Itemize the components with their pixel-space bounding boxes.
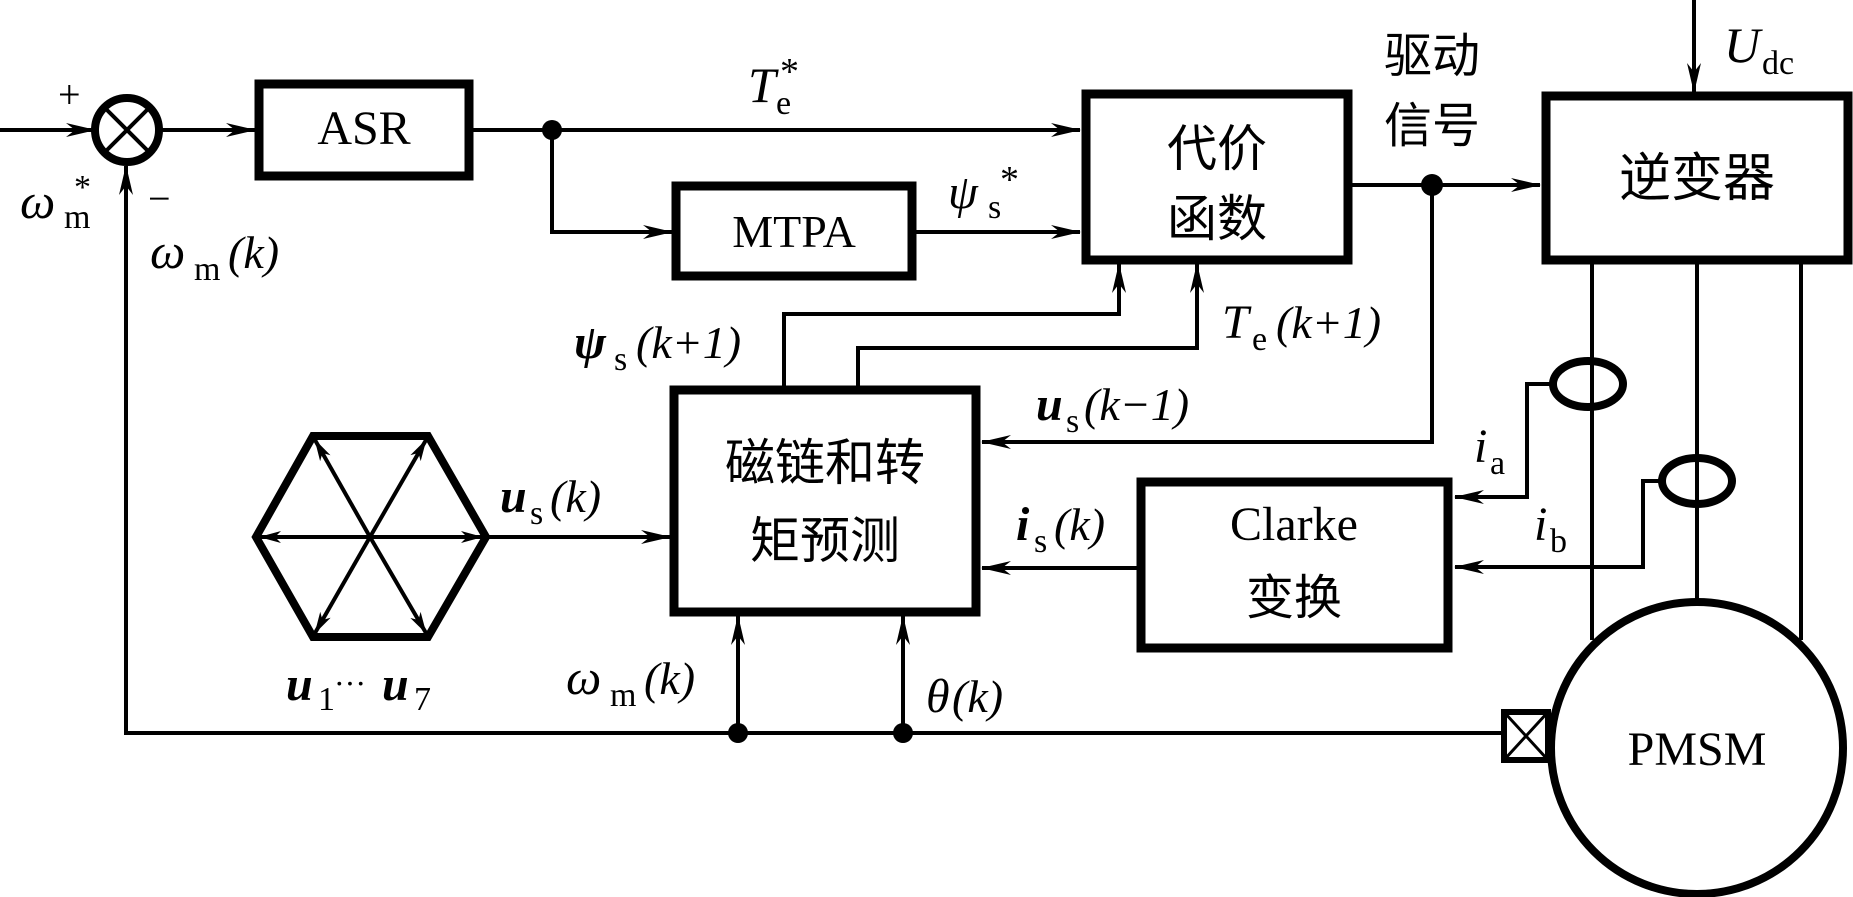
cost-function-label-line1: 代价 <box>1167 120 1267 178</box>
svg-text:7: 7 <box>414 681 431 718</box>
phase-a-current-label: i a <box>1474 420 1505 482</box>
svg-text:θ: θ <box>926 670 950 723</box>
speed-feedback-wire <box>119 165 1501 735</box>
svg-text:(k): (k) <box>550 471 601 522</box>
summing-cross-line <box>103 106 151 154</box>
stator-current-label: i s (k) <box>1016 498 1105 560</box>
flux-ref-label: ψ s * <box>948 159 1019 226</box>
svg-text:e: e <box>1252 321 1267 358</box>
asr-block <box>254 79 474 181</box>
svg-text:s: s <box>614 341 627 378</box>
flux-torque-predictor-block <box>669 385 981 617</box>
cost-function-label-line2: 函数 <box>1167 190 1267 248</box>
phase-b-current-wire <box>1454 479 1662 574</box>
torque-pred-wire <box>856 263 1204 386</box>
drive-signal-label-line1: 驱动 <box>1384 28 1480 84</box>
voltage-vectors-label: u 1 ··· u 7 <box>286 658 431 718</box>
svg-text:(k): (k) <box>1054 499 1105 550</box>
mtpa-input-wire <box>550 130 673 239</box>
svg-text:b: b <box>1550 523 1567 560</box>
svg-text:ω: ω <box>566 649 601 705</box>
voltage-prev-label: u s (k−1) <box>1036 378 1189 440</box>
svg-text:m: m <box>64 199 90 236</box>
speed-predictor-input-label: ω m (k) <box>566 649 695 714</box>
predictor-label-line1: 磁链和转 <box>725 434 925 492</box>
svg-text:ψ: ψ <box>574 316 607 369</box>
phase-b-current-label: i b <box>1534 498 1567 560</box>
speed-ref-label: ω m * <box>20 169 91 236</box>
svg-text:u: u <box>1036 378 1063 431</box>
svg-text:*: * <box>1000 159 1019 201</box>
svg-text:(k+1): (k+1) <box>1276 297 1381 348</box>
drive-signal-label-line2: 信号 <box>1384 98 1480 154</box>
svg-text:ψ: ψ <box>948 166 979 219</box>
svg-text:ω: ω <box>20 173 55 229</box>
svg-text:i: i <box>1016 498 1030 551</box>
svg-text:a: a <box>1490 445 1505 482</box>
svg-text:u: u <box>500 470 527 523</box>
svg-text:(k−1): (k−1) <box>1084 379 1189 430</box>
svg-text:T: T <box>1222 296 1252 349</box>
minus-sign: − <box>148 176 171 221</box>
clarke-label-line1: Clarke <box>1230 498 1358 551</box>
svg-text:s: s <box>530 495 543 532</box>
svg-text:s: s <box>988 189 1001 226</box>
svg-text:s: s <box>1066 403 1079 440</box>
svg-text:dc: dc <box>1762 45 1794 82</box>
svg-text:s: s <box>1034 523 1047 560</box>
svg-text:···: ··· <box>334 665 366 701</box>
torque-ref-label: T e * <box>748 51 799 122</box>
svg-text:i: i <box>1474 420 1487 473</box>
svg-text:U: U <box>1724 17 1763 73</box>
pmsm-label: PMSM <box>1628 723 1767 776</box>
svg-text:*: * <box>74 169 91 206</box>
svg-text:m: m <box>194 251 220 288</box>
inverter-label: 逆变器 <box>1619 149 1775 209</box>
svg-text:i: i <box>1534 498 1547 551</box>
svg-text:m: m <box>610 677 636 714</box>
current-sensor-a-icon <box>1549 357 1627 411</box>
svg-text:(k): (k) <box>952 671 1003 722</box>
torque-pred-label: T e (k+1) <box>1222 296 1381 358</box>
plus-sign: + <box>58 72 81 117</box>
svg-text:(k): (k) <box>644 653 695 704</box>
mtpa-label: MTPA <box>732 206 856 257</box>
voltage-now-label: u s (k) <box>500 470 601 532</box>
cost-function-block <box>1081 89 1353 265</box>
svg-text:u: u <box>286 658 313 711</box>
svg-text:e: e <box>776 85 791 122</box>
angle-label: θ (k) <box>926 670 1003 723</box>
phase-a-current-wire <box>1454 382 1553 504</box>
summing-junction <box>91 94 163 166</box>
svg-text:(k+1): (k+1) <box>636 317 741 368</box>
speed-feedback-label: ω m (k) <box>150 223 279 288</box>
svg-text:(k): (k) <box>228 227 279 278</box>
svg-text:1: 1 <box>318 681 335 718</box>
predictor-label-line2: 矩预测 <box>750 512 900 570</box>
voltage-prev-wire <box>981 185 1434 449</box>
voltage-vectors-hexagon-icon <box>251 432 491 641</box>
svg-text:u: u <box>382 658 409 711</box>
svg-text:*: * <box>780 51 799 93</box>
inverter-block <box>1541 91 1853 265</box>
flux-pred-label: ψ s (k+1) <box>574 316 741 378</box>
clarke-label-line2: 变换 <box>1246 570 1342 626</box>
asr-label: ASR <box>317 102 410 155</box>
encoder-icon <box>1501 709 1551 763</box>
flux-pred-wire <box>782 263 1126 386</box>
svg-text:T: T <box>748 57 779 113</box>
mtpa-block <box>671 181 917 281</box>
svg-text:ω: ω <box>150 223 185 279</box>
clarke-block <box>1136 477 1453 653</box>
dc-voltage-label: U dc <box>1724 17 1794 82</box>
